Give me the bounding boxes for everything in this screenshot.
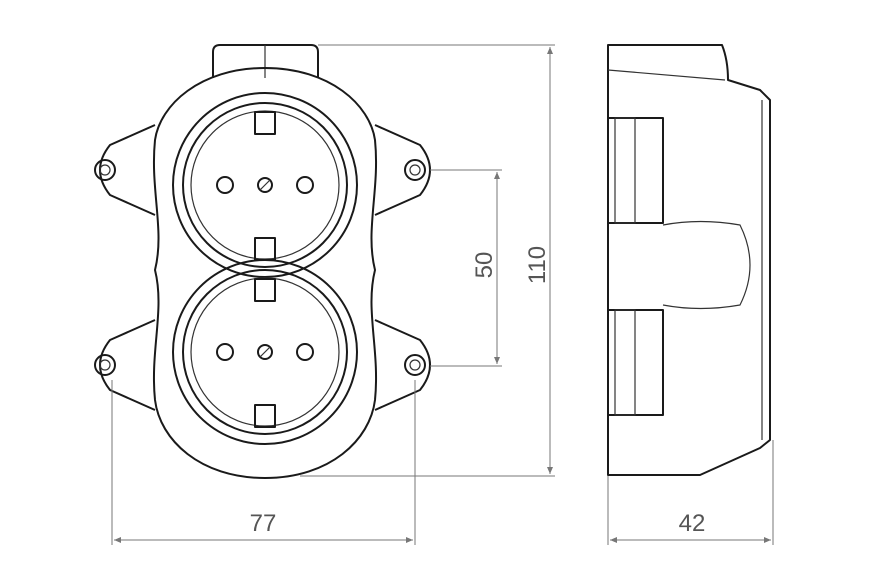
dimension-label-height: 110 (524, 246, 551, 284)
dimension-label-spacing: 50 (471, 252, 498, 279)
dimension-height: 110 (300, 44, 555, 477)
dimension-spacing: 50 (430, 169, 502, 367)
socket-top (172, 92, 358, 278)
socket-bottom (172, 259, 358, 445)
mounting-ear-right-top (374, 124, 431, 216)
mounting-ear-right-bottom (374, 319, 431, 411)
front-view (94, 44, 431, 479)
dimension-label-depth: 42 (679, 510, 706, 537)
dimension-label-width: 77 (250, 510, 277, 537)
mounting-ear-left-bottom (94, 319, 156, 411)
dimension-width: 77 (111, 380, 416, 545)
dimension-depth: 42 (607, 440, 774, 545)
side-view (607, 44, 771, 476)
mounting-ear-left-top (94, 124, 156, 216)
